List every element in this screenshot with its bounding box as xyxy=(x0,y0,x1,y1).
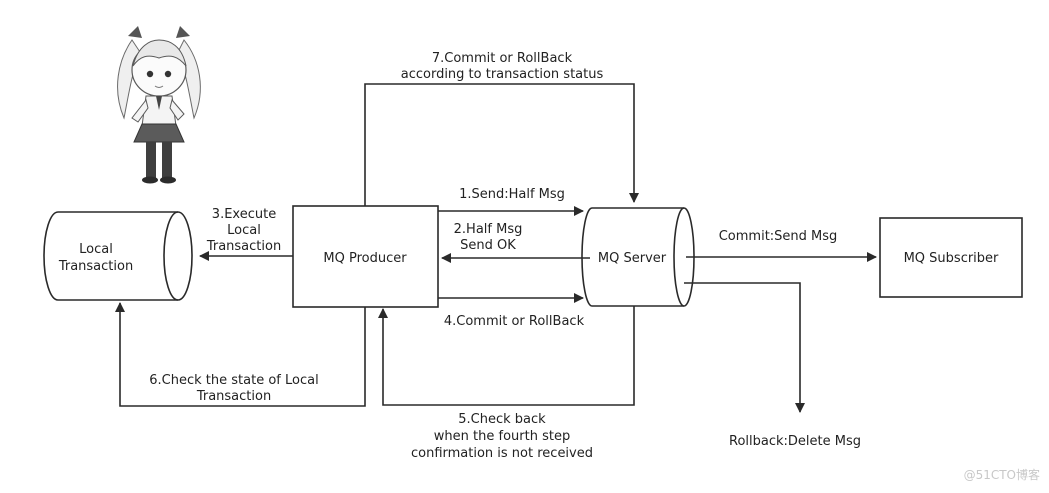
edge-rollback-delete-msg: Rollback:Delete Msg xyxy=(684,282,861,449)
edge-step1-label: 1.Send:Half Msg xyxy=(459,187,565,202)
edge-commit-label: Commit:Send Msg xyxy=(719,229,838,244)
edge-step4-commit-or-rollback: 4.Commit or RollBack xyxy=(438,293,585,329)
edge-step6-check-state: 6.Check the state of Local Transaction xyxy=(115,302,366,407)
edge-step3-label-line3: Transaction xyxy=(206,239,281,254)
local-transaction-label-line1: Local xyxy=(79,242,113,257)
edge-step3-label-line1: 3.Execute xyxy=(212,207,276,222)
mq-server-label: MQ Server xyxy=(598,251,667,266)
edge-step2-label-line2: Send OK xyxy=(460,238,516,253)
local-transaction-node: Local Transaction xyxy=(43,211,193,301)
edge-step5-label-line2: when the fourth step xyxy=(434,429,570,444)
local-transaction-label-line2: Transaction xyxy=(58,259,133,274)
mq-subscriber-node: MQ Subscriber xyxy=(879,217,1023,298)
edge-step5-label-line1: 5.Check back xyxy=(458,412,546,427)
edge-step7-label-line2: according to transaction status xyxy=(401,67,604,82)
edge-step2-label-line1: 2.Half Msg xyxy=(454,222,523,237)
edge-step6-label-line2: Transaction xyxy=(196,389,271,404)
edge-step7-label-line1: 7.Commit or RollBack xyxy=(432,51,573,66)
mq-producer-label: MQ Producer xyxy=(323,251,407,266)
edge-step3-execute-local-transaction: 3.Execute Local Transaction xyxy=(199,207,293,261)
edge-rollback-label: Rollback:Delete Msg xyxy=(729,434,861,449)
edge-step5-check-back: 5.Check back when the fourth step confir… xyxy=(378,306,635,461)
mascot-illustration xyxy=(117,26,201,184)
mq-subscriber-label: MQ Subscriber xyxy=(904,251,999,266)
watermark: @51CTO博客 xyxy=(964,467,1040,482)
edge-step3-label-line2: Local xyxy=(227,223,261,238)
mq-producer-node: MQ Producer xyxy=(292,205,439,308)
edge-step7-commit-or-rollback-status: 7.Commit or RollBack according to transa… xyxy=(364,51,639,206)
edge-commit-send-msg: Commit:Send Msg xyxy=(686,229,877,262)
edge-step5-label-line3: confirmation is not received xyxy=(411,446,593,461)
edge-step1-send-half-msg: 1.Send:Half Msg xyxy=(438,187,584,216)
edge-step2-half-msg-send-ok: 2.Half Msg Send OK xyxy=(441,222,590,263)
edge-step6-label-line1: 6.Check the state of Local xyxy=(149,373,318,388)
edge-step4-label: 4.Commit or RollBack xyxy=(444,314,585,329)
mq-server-node: MQ Server xyxy=(581,207,695,307)
